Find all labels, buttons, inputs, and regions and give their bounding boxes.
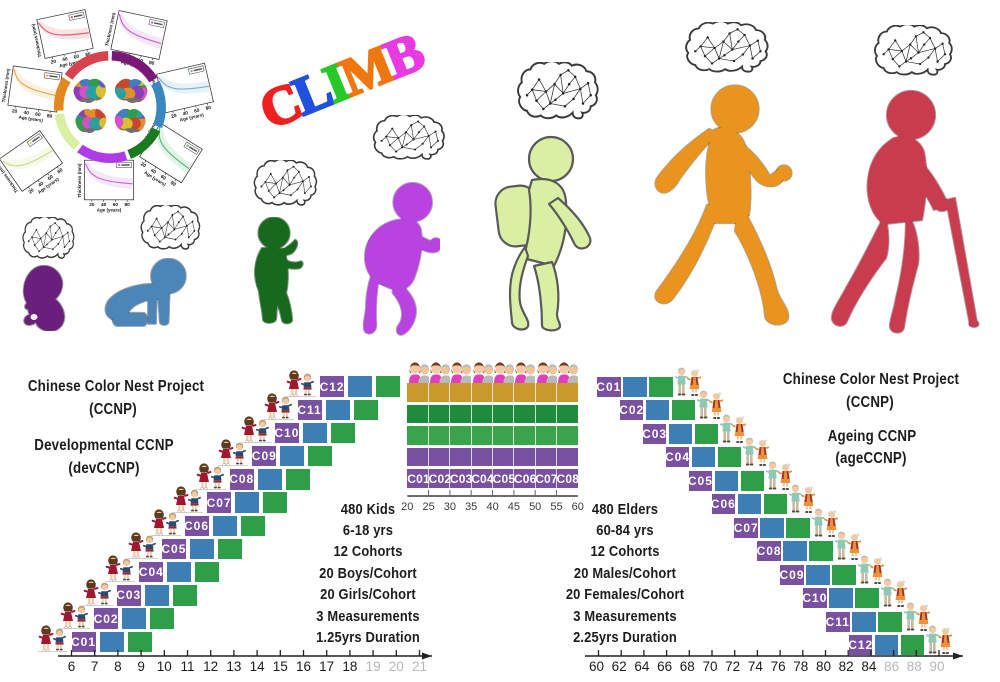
svg-text:60: 60 [35,112,41,119]
svg-text:Age (years): Age (years) [97,208,122,213]
svg-text:20: 20 [28,187,36,195]
svg-text:20: 20 [89,202,95,208]
svg-text:Age (years): Age (years) [179,112,204,122]
svg-text:40: 40 [149,168,157,176]
svg-text:40: 40 [182,110,189,117]
svg-text:80: 80 [85,51,92,58]
svg-text:20: 20 [171,113,178,120]
svg-text:40: 40 [37,181,45,189]
svg-text:80: 80 [56,167,64,175]
svg-text:20: 20 [50,59,57,66]
svg-text:Thickness (mm): Thickness (mm) [1,68,11,103]
svg-text:60: 60 [159,174,167,182]
svg-text:80: 80 [205,105,212,112]
svg-text:60: 60 [73,54,80,61]
svg-text:20: 20 [139,161,147,169]
svg-text:80: 80 [148,60,155,67]
svg-text:Age (years): Age (years) [59,58,84,68]
svg-text:80: 80 [46,113,52,120]
svg-text:Thickness (mm): Thickness (mm) [77,163,82,198]
svg-text:80: 80 [169,180,177,188]
svg-text:40: 40 [62,56,69,63]
svg-text:Age (years): Age (years) [18,115,43,123]
svg-text:40: 40 [101,202,107,208]
svg-text:80: 80 [125,202,131,208]
svg-text:60: 60 [113,202,119,208]
svg-text:60: 60 [194,108,201,115]
svg-text:20: 20 [11,108,17,115]
svg-text:40: 40 [23,110,29,117]
svg-text:60: 60 [47,174,55,182]
